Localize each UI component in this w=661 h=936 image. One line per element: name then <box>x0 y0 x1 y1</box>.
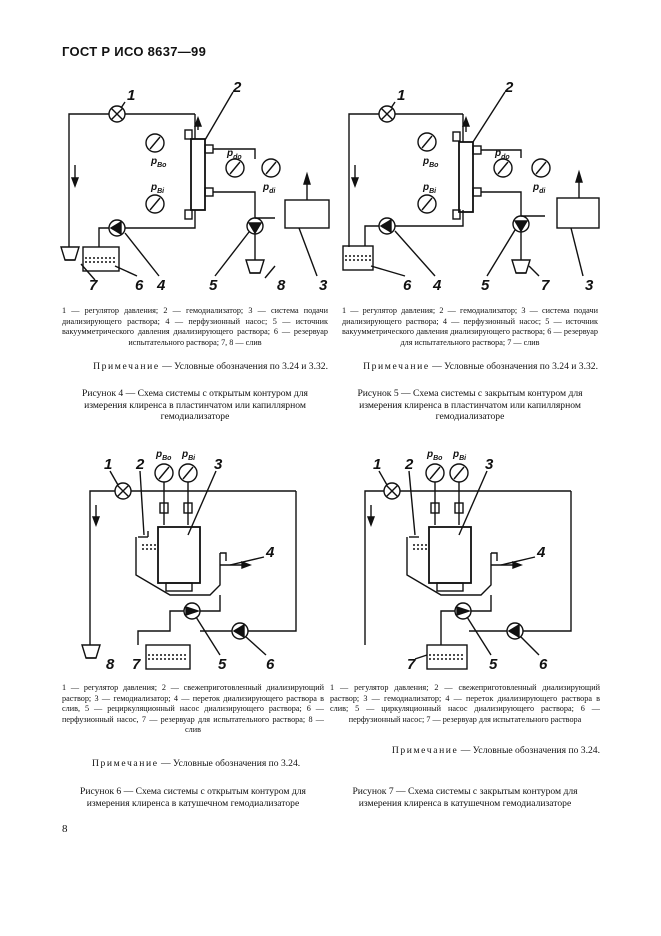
test-solution-reservoir <box>82 246 120 272</box>
svg-text:7: 7 <box>407 656 416 673</box>
pressure-gauge-icon <box>261 158 281 178</box>
test-solution-reservoir <box>426 644 468 670</box>
figure-7-note: Примечание — Условные обозначения по 3.2… <box>391 745 600 756</box>
svg-text:1: 1 <box>104 456 112 473</box>
svg-text:5: 5 <box>209 277 218 294</box>
svg-text:2: 2 <box>504 79 514 96</box>
page-number: 8 <box>62 823 68 835</box>
svg-text:6: 6 <box>266 656 275 673</box>
svg-text:pBo: pBo <box>426 449 443 462</box>
svg-text:5: 5 <box>481 277 490 294</box>
test-solution-reservoir <box>342 245 374 271</box>
figure-6-note: Примечание — Условные обозначения по 3.2… <box>92 758 301 769</box>
figure-5-diagram: 1 2 3 4 5 6 7 pBo pBi pdo pdi <box>335 70 625 300</box>
figure-7-caption: Рисунок 7 — Схема системы с закрытым кон… <box>352 786 578 809</box>
svg-text:3: 3 <box>585 277 594 294</box>
svg-text:7: 7 <box>89 277 98 294</box>
svg-text:pBi: pBi <box>422 182 437 195</box>
svg-text:pBi: pBi <box>181 449 196 462</box>
coil-hemodialyzer-icon <box>428 526 472 584</box>
svg-text:6: 6 <box>403 277 412 294</box>
svg-text:1: 1 <box>373 456 381 473</box>
svg-text:pdi: pdi <box>532 182 546 195</box>
svg-text:2: 2 <box>135 456 145 473</box>
svg-text:pBi: pBi <box>150 182 165 195</box>
figure-5-caption: Рисунок 5 — Схема системы с закрытым кон… <box>357 388 583 422</box>
pressure-gauge-icon <box>145 133 165 153</box>
svg-text:pBo: pBo <box>150 156 167 169</box>
dialysate-supply-box <box>284 199 330 229</box>
svg-text:8: 8 <box>106 656 115 673</box>
pressure-gauge-icon <box>417 132 437 152</box>
svg-text:4: 4 <box>536 544 546 561</box>
svg-text:4: 4 <box>432 277 442 294</box>
test-solution-reservoir <box>145 644 191 670</box>
svg-text:5: 5 <box>489 656 498 673</box>
svg-text:4: 4 <box>156 277 166 294</box>
figure-4-note: Примечание — Условные обозначения по 3.2… <box>93 361 328 372</box>
svg-text:3: 3 <box>214 456 223 473</box>
svg-text:3: 3 <box>485 456 494 473</box>
figure-6-caption: Рисунок 6 — Схема системы с открытым кон… <box>80 786 306 809</box>
svg-text:7: 7 <box>541 277 550 294</box>
figure-4-caption: Рисунок 4 — Схема системы с открытым кон… <box>82 388 308 422</box>
svg-text:3: 3 <box>319 277 328 294</box>
svg-text:6: 6 <box>539 656 548 673</box>
figure-5-legend: 1 — регулятор давления; 2 — гемодиализат… <box>342 306 598 347</box>
hemodialyzer-icon <box>458 141 474 213</box>
svg-text:pBo: pBo <box>422 156 439 169</box>
dialysate-supply-box <box>556 197 600 229</box>
svg-text:2: 2 <box>232 79 242 96</box>
pressure-gauge-icon <box>417 194 437 214</box>
svg-text:pdo: pdo <box>226 148 242 161</box>
coil-hemodialyzer-icon <box>157 526 201 584</box>
figure-6-diagram: 1 2 3 4 5 6 7 8 pBo pBi <box>70 445 330 685</box>
svg-text:pBi: pBi <box>452 449 467 462</box>
svg-text:pdo: pdo <box>494 148 510 161</box>
figure-4-diagram: 1 2 3 4 5 6 7 8 pBo pBi pdo pdi <box>55 70 345 300</box>
svg-text:6: 6 <box>135 277 144 294</box>
svg-text:pBo: pBo <box>155 449 172 462</box>
figure-4-legend: 1 — регулятор давления; 2 — гемодиализат… <box>62 306 328 347</box>
svg-text:1: 1 <box>397 87 405 104</box>
page-header: ГОСТ Р ИСО 8637—99 <box>62 44 207 59</box>
pressure-gauge-icon <box>531 158 551 178</box>
svg-text:1: 1 <box>127 87 135 104</box>
svg-text:7: 7 <box>132 656 141 673</box>
hemodialyzer-icon <box>190 138 206 211</box>
figure-5-note: Примечание — Условные обозначения по 3.2… <box>363 361 598 372</box>
pressure-gauge-icon <box>145 194 165 214</box>
svg-text:8: 8 <box>277 277 286 294</box>
figure-6-legend: 1 — регулятор давления; 2 — свежепригото… <box>62 683 324 735</box>
figure-7-diagram: 1 2 3 4 5 6 7 pBo pBi <box>345 445 605 685</box>
pressure-gauge-icon <box>225 158 245 178</box>
svg-text:pdi: pdi <box>262 182 276 195</box>
svg-text:4: 4 <box>265 544 275 561</box>
svg-text:5: 5 <box>218 656 227 673</box>
pressure-gauge-icon <box>493 158 513 178</box>
figure-7-legend: 1 — регулятор давления; 2 — свежепригото… <box>330 683 600 724</box>
svg-text:2: 2 <box>404 456 414 473</box>
